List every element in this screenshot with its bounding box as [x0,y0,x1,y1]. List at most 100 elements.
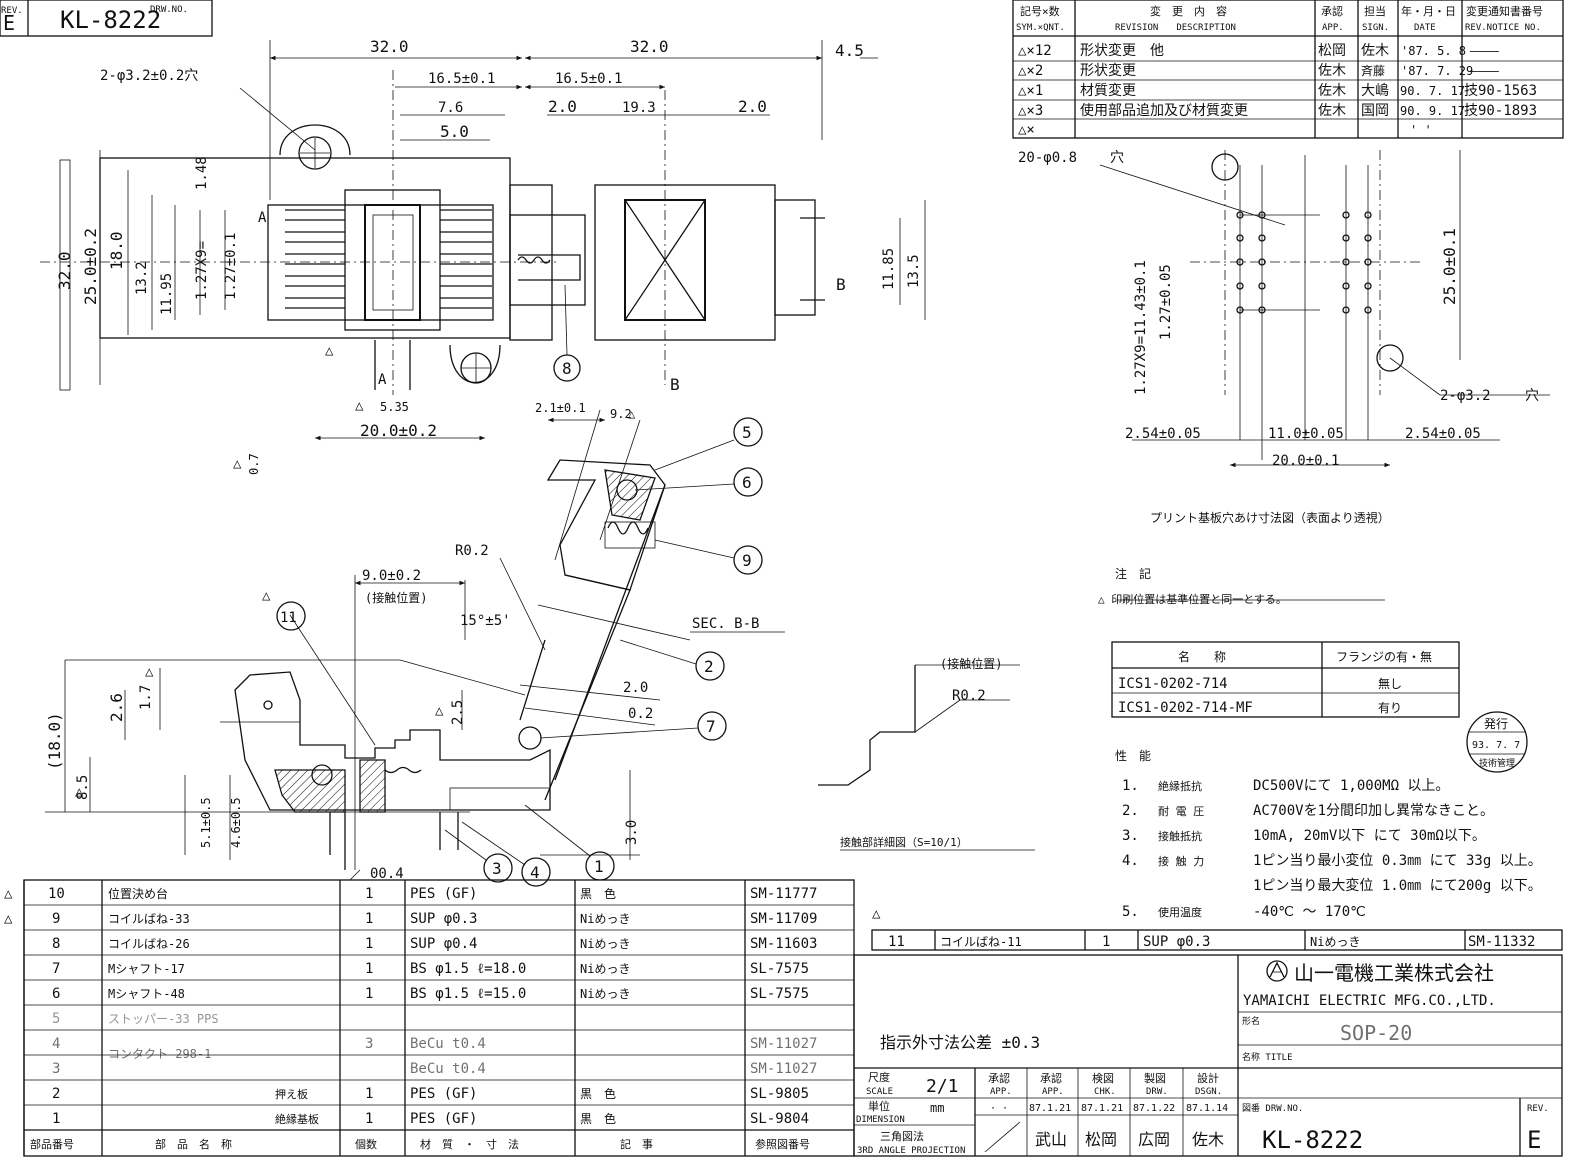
callout-4: 4 [530,863,540,882]
pcb-dim-2-54-left: 2.54±0.05 [1125,426,1201,442]
svg-text:大嶋: 大嶋 [1361,83,1389,99]
pcb-dim-1-27: 1.27±0.05 [1158,264,1174,340]
dim-A-bottom: A [378,372,387,388]
svg-text:承認: 承認 [1040,1071,1062,1085]
performance-heading: 性 能 [1115,749,1151,763]
bom-row: 5 ストッパー-33 PPS [52,1011,219,1027]
svg-text:-40℃ ～ 170℃: -40℃ ～ 170℃ [1253,904,1366,920]
rev-row: △×2 形状変更 佐木 斉藤 '87. 7. 29 ———— [1018,62,1500,79]
callout-3: 3 [492,859,502,878]
dim-B-top: B [836,275,846,294]
contact-detail: (接触位置) R0.2 接触部詳細図（S=10/1） [818,656,1035,851]
rev-header-sym-jp: 記号×数 [1020,4,1060,18]
dim-2-0a: 2.0 [548,97,577,116]
performance-item: 4. 接 触 力 1ピン当り最小変位 0.3㎜ にて 33g 以上。 [1122,852,1542,869]
pcb-holes-20-suffix: 穴 [1110,150,1124,166]
svg-text:部 品 名 称: 部 品 名 称 [155,1137,232,1151]
svg-text:1ピン当り最小変位 0.3㎜ にて 33g 以上。: 1ピン当り最小変位 0.3㎜ にて 33g 以上。 [1253,852,1542,869]
svg-text:記 事: 記 事 [620,1137,653,1151]
svg-text:5.: 5. [1122,904,1139,920]
svg-text:Niめっき: Niめっき [580,937,630,951]
unit-value: mm [930,1101,944,1115]
svg-text:SL-9804: SL-9804 [750,1111,809,1127]
svg-text:1: 1 [1102,934,1110,950]
svg-text:佐木: 佐木 [1318,63,1346,79]
scale-label-jp: 尺度 [868,1070,890,1084]
corner-drawing-number: E REV. KL-8222 DRW.NO. [0,0,213,37]
variant-table: 名 称 フランジの有・無 ICS1-0202-714 無し ICS1-0202-… [1111,641,1460,718]
svg-text:Niめっき: Niめっき [580,912,630,926]
rev-row: △×12 形状変更 他 松岡 佐木 '87. 5. 8 ———— [1018,42,1500,59]
corner-drw-no-label: DRW.NO. [150,5,188,15]
lead-array-right [440,209,492,309]
svg-text:材 質 ・ 寸 法: 材 質 ・ 寸 法 [420,1137,519,1151]
callout-7: 7 [706,717,716,736]
svg-text:4: 4 [52,1036,60,1052]
unit-label-en: DIMENSION [856,1115,905,1125]
dim-16-5-left: 16.5±0.1 [428,71,495,87]
svg-text:設計: 設計 [1197,1071,1219,1085]
svg-text:PES (GF): PES (GF) [410,1086,477,1102]
svg-text:1: 1 [365,1111,373,1127]
callout-5: 5 [742,423,752,442]
svg-text:技90-1563: 技90-1563 [1464,83,1537,99]
dim-9-0: 9.0±0.2 [362,568,421,584]
tolerance-note: 指示外寸法公差 ±0.3 [880,1033,1040,1052]
svg-text:△×1: △×1 [1018,83,1043,99]
svg-text:87.1.22: 87.1.22 [1133,1103,1175,1114]
dim-v13-2: 13.2 [134,261,150,295]
dim-2-6: 2.6 [107,693,126,722]
svg-text:SL-7575: SL-7575 [750,961,809,977]
bom-row-11: △ 11 コイルばね-11 1 SUP φ0.3 Niめっき SM-11332 [871,906,1563,951]
dim-5-35: 5.35 [380,400,409,414]
svg-text:10: 10 [48,886,65,902]
dim-4-5: 4.5 [835,41,864,60]
rev-header-date-en: DATE [1414,23,1436,33]
callout-11: 11 [280,610,297,626]
dim-2-5: 2.5 [450,700,466,725]
contact-position-label: (接触位置) [365,590,427,605]
performance-item: 1ピン当り最大変位 1.0㎜ にて200g 以下。 [1253,877,1542,894]
svg-text:87.1.21: 87.1.21 [1029,1103,1071,1114]
callout-8: 8 [562,359,572,378]
dim-v11-85: 11.85 [881,248,897,290]
svg-text:Niめっき: Niめっき [580,987,630,1001]
dim-20-0: 20.0±0.2 [360,421,437,440]
callout-9: 9 [742,551,752,570]
svg-text:1: 1 [365,961,373,977]
svg-text:6: 6 [52,986,60,1002]
svg-text:SM-11027: SM-11027 [750,1061,817,1077]
svg-text:松岡: 松岡 [1318,43,1346,59]
pcb-dim-11-0: 11.0±0.05 [1268,426,1344,442]
svg-text:黒 色: 黒 色 [580,1087,616,1101]
rev-header-app-jp: 承認 [1321,4,1343,18]
svg-text:SUP φ0.3: SUP φ0.3 [410,911,477,927]
model-value: SOP-20 [1340,1021,1412,1045]
svg-text:コイルばね-26: コイルばね-26 [108,937,190,951]
dim-5-0: 5.0 [440,122,469,141]
rev-row: △×1 材質変更 佐木 大嶋 90. 7. 17 技90-1563 [1018,82,1537,99]
svg-text:佐木: 佐木 [1318,103,1346,119]
rev-header-notice-jp: 変更通知書番号 [1466,4,1543,18]
svg-text:黒 色: 黒 色 [580,1112,616,1126]
projection-jp: 三角図法 [880,1129,924,1143]
svg-text:1: 1 [52,1111,60,1127]
title-block: 山一電機工業株式会社 YAMAICHI ELECTRIC MFG.CO.,LTD… [853,954,1563,1157]
svg-text:技90-1893: 技90-1893 [1464,103,1537,119]
rev-header-sign-en: SIGN. [1362,23,1389,33]
stamp-bottom: 技術管理 [1479,757,1515,769]
dim-v1-27: 1.27±0.1 [223,233,239,300]
notes-block: 注 記 △ 印刷位置は基準位置と同一とする。 [1098,566,1385,606]
dim-r0-2: R0.2 [455,543,489,559]
svg-text:SM-11603: SM-11603 [750,936,817,952]
svg-text:武山: 武山 [1035,1130,1067,1149]
scale-label-en: SCALE [866,1087,893,1097]
bom-row: △ 9 コイルばね-33 1 SUP φ0.3 Niめっき SM-11709 [4,911,817,927]
model-label: 形名 [1242,1015,1260,1027]
dim-5-1: 5.1±0.5 [199,797,213,848]
svg-text:Mシャフト-17: Mシャフト-17 [108,962,185,976]
dim-holes-top: 2-φ3.2±0.2穴 [100,68,198,84]
dim-2-0c: 2.0 [623,680,648,696]
dim-0-7: 0.7 [247,453,261,475]
dim-2-0b: 2.0 [738,97,767,116]
